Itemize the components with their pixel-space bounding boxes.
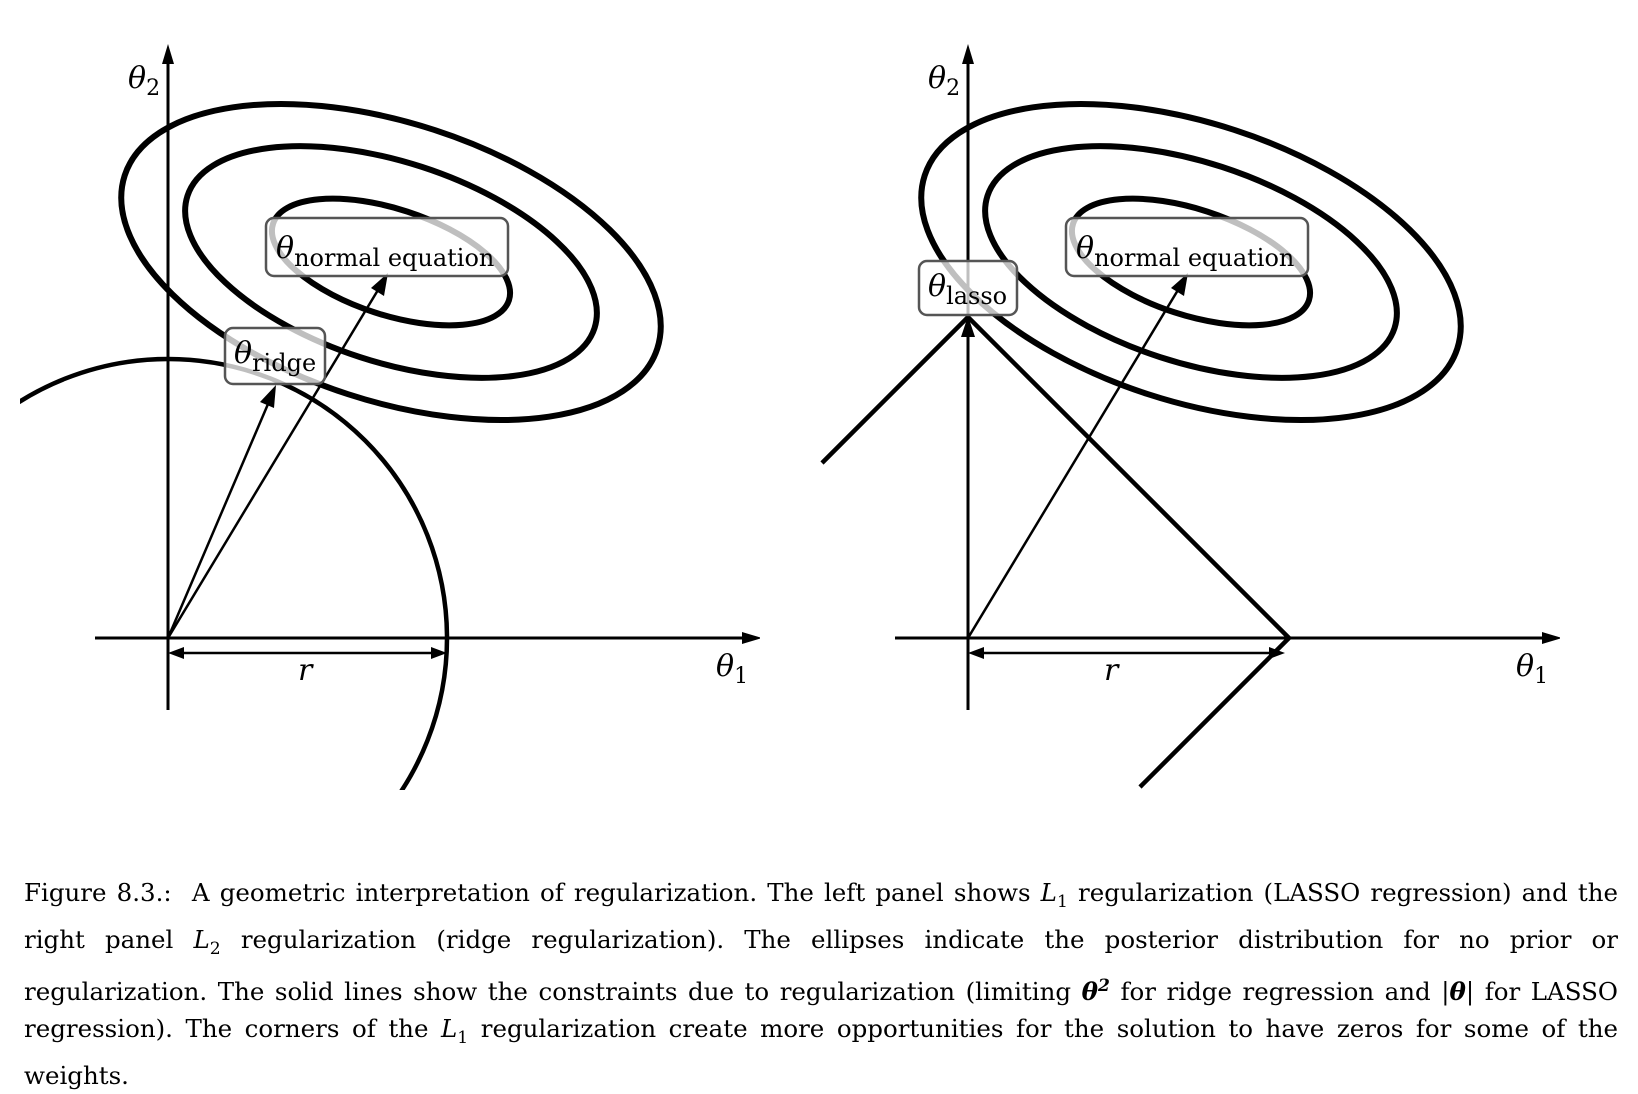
left-vector-ridge-head: [260, 385, 276, 408]
left-radius-arrow-right: [431, 647, 447, 659]
svg-text:θnormal equation: θnormal equation: [1076, 231, 1294, 272]
right-radius-arrow-right: [1269, 647, 1285, 659]
caption-math-abs-theta: |θ|: [1441, 976, 1475, 1006]
right-x-axis-label: θ1: [1516, 649, 1548, 689]
regularization-figure: θnormal equation θridge θ2 θ1 r: [20, 44, 1560, 790]
svg-text:θnormal equation: θnormal equation: [276, 231, 494, 272]
right-ellipse-middle: [982, 143, 1400, 381]
left-vector-normal-head: [371, 273, 388, 296]
caption-math-l1: L1: [1040, 878, 1068, 912]
right-radius-label: r: [1104, 653, 1120, 688]
box-normal-equation-left: θnormal equation: [264, 216, 510, 278]
box-ridge: θridge: [223, 326, 327, 386]
left-ellipse-outer: [118, 101, 664, 423]
caption-lead: Figure 8.3.:: [24, 878, 172, 907]
left-x-axis-arrow: [742, 632, 760, 644]
caption-text-3: regularization (ridge regularization). T…: [24, 924, 1618, 1006]
right-panel: θnormal equation θlasso θ2 θ1 r: [820, 44, 1560, 789]
caption-math-l1-b: L1: [441, 1013, 469, 1048]
caption-text-1: A geometric interpretation of regulariza…: [191, 878, 1031, 907]
caption-text-5: for LASSO regression). The corners of th…: [24, 976, 1618, 1043]
left-x-axis-label: θ1: [716, 649, 748, 689]
right-vector-normal: [966, 284, 1183, 639]
figure-caption: Figure 8.3.: A geometric interpretation …: [24, 874, 1618, 1094]
ridge-constraint-circle: [20, 356, 450, 790]
caption-math-theta-squared: θ2: [1081, 975, 1110, 1006]
left-y-axis-arrow: [162, 44, 174, 64]
right-y-axis-label: θ2: [928, 61, 960, 101]
right-radius-arrow-left: [968, 647, 984, 659]
caption-text-4: for ridge regression and: [1120, 976, 1431, 1006]
right-ellipse-outer: [918, 101, 1464, 423]
left-panel: θnormal equation θridge θ2 θ1 r: [20, 44, 760, 790]
left-y-axis-label: θ2: [128, 61, 160, 101]
svg-text:θridge: θridge: [234, 336, 316, 377]
left-ellipse-middle: [182, 143, 600, 381]
caption-math-l2: L2: [193, 924, 221, 959]
left-vector-ridge: [166, 396, 273, 639]
left-contour-ellipses: [118, 101, 664, 423]
right-x-axis-arrow: [1542, 632, 1560, 644]
left-vector-normal: [166, 284, 383, 639]
box-lasso: θlasso: [917, 259, 1019, 317]
svg-text:θlasso: θlasso: [928, 269, 1007, 310]
right-vector-normal-head: [1171, 273, 1188, 296]
box-normal-equation-right: θnormal equation: [1064, 216, 1310, 278]
lasso-constraint-diamond: [820, 313, 1293, 789]
caption-text-2: regularization (LASSO regression) and th…: [24, 878, 1619, 954]
caption-text-6: regularization create more opportunities…: [24, 1013, 1618, 1090]
left-radius-arrow-left: [168, 647, 184, 659]
right-vector-lasso-head: [961, 316, 975, 337]
left-radius-label: r: [298, 653, 314, 688]
right-y-axis-arrow: [962, 44, 974, 64]
